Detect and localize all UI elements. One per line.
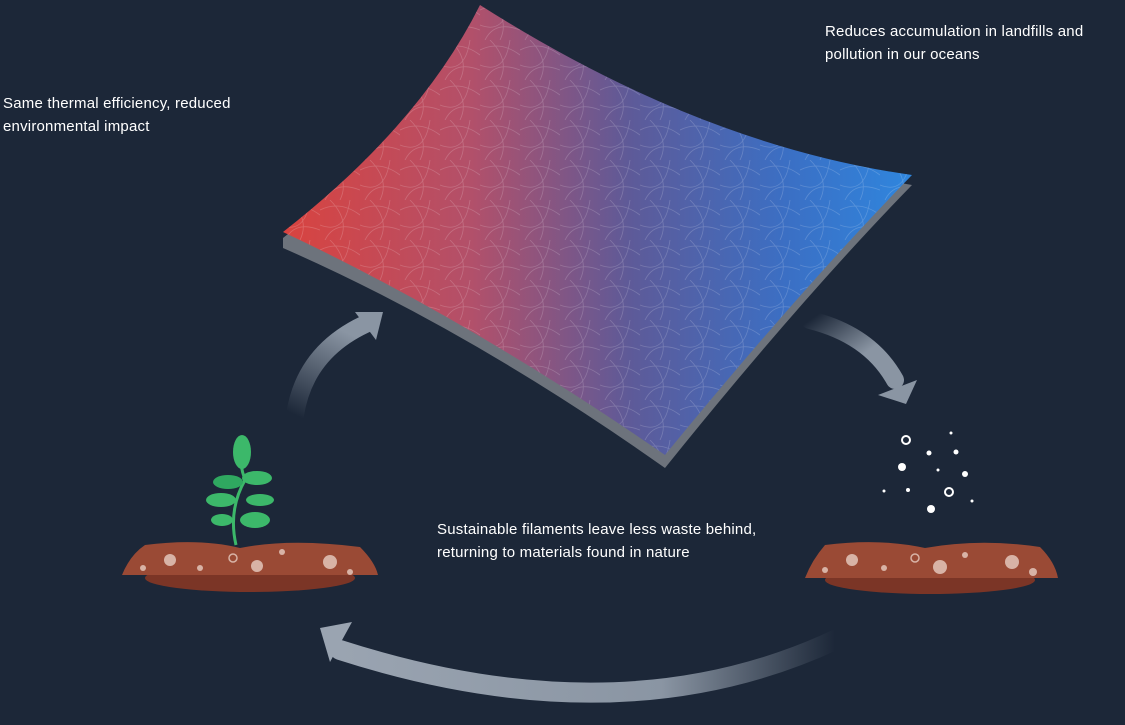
soil-with-particles bbox=[805, 431, 1058, 594]
soil-with-plant bbox=[122, 435, 378, 592]
fabric-sheet bbox=[283, 5, 912, 468]
sustainable-filaments-label: Sustainable filaments leave less waste b… bbox=[437, 521, 757, 561]
thermal-efficiency-label: Same thermal efficiency, reduced environ… bbox=[3, 95, 231, 135]
landfill-reduction-label: Reduces accumulation in landfills and po… bbox=[825, 23, 1084, 63]
arrow-growth-to-fabric bbox=[286, 312, 383, 424]
arrow-fabric-to-decompose bbox=[801, 311, 917, 404]
arrow-decompose-to-growth bbox=[320, 622, 845, 703]
